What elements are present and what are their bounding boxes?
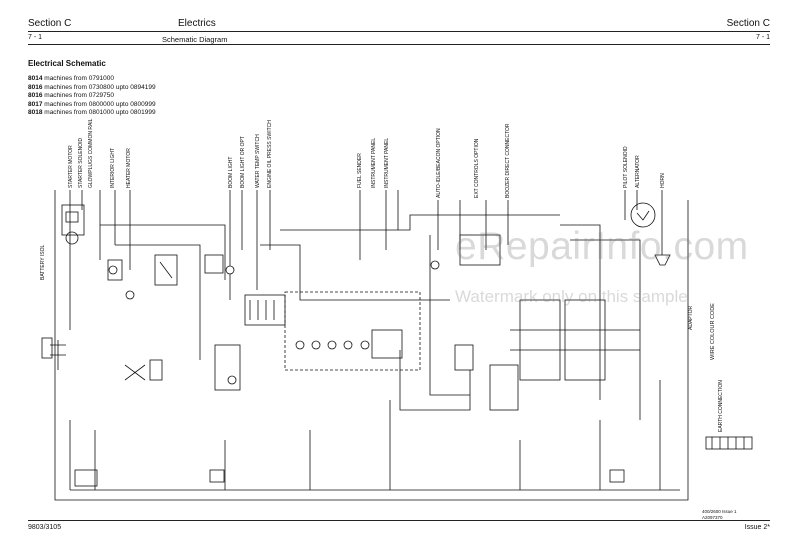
schematic-title: Electrical Schematic <box>28 59 106 68</box>
watermark-note: Watermark only on this sample <box>455 287 688 306</box>
drawing-reference: 400/2600 Issue 1 <box>702 509 737 514</box>
label-battery-isol: BATTERY ISOL <box>40 244 46 280</box>
label-heater-motor: HEATER MOTOR <box>126 148 132 188</box>
label-boom-light-opt: BOOM LIGHT OR OPT <box>240 136 246 188</box>
label-instrument-panel: INSTRUMENT PANEL <box>371 137 377 188</box>
watermark-site: eRepairInfo.com <box>455 225 749 268</box>
label-glowplugs: GLOWPLUGS COMMON RAIL <box>88 118 94 188</box>
machine-item: 8018 machines from 0801000 upto 0801999 <box>28 109 156 117</box>
issue-label: Issue 2* <box>744 524 770 531</box>
label-boom-light: BOOM LIGHT <box>228 156 234 188</box>
label-boozer-connector: BOOZER DIRECT CONNECTOR <box>505 123 511 198</box>
label-engine-oil-switch: ENGINE OIL PRESS SWITCH <box>267 120 273 188</box>
page-number-left: 7 - 1 <box>28 34 43 41</box>
label-instrument-panel-2: INSTRUMENT PANEL <box>384 137 390 188</box>
machine-list: 8014 machines from 0791000 8016 machines… <box>28 75 156 118</box>
label-horn: HORN <box>660 173 666 188</box>
label-interior-light: INTERIOR LIGHT <box>110 147 116 188</box>
label-fuel-sender: FUEL SENDER <box>357 153 363 188</box>
footer-rule <box>28 520 770 521</box>
machine-item: 8016 machines from 0729750 <box>28 92 115 100</box>
page-subtitle: Schematic Diagram <box>162 35 228 44</box>
machine-item: 8016 machines from 0730800 upto 0894199 <box>28 83 156 91</box>
label-water-temp-switch: WATER TEMP SWITCH <box>255 134 261 188</box>
label-pilot-solenoid: PILOT SOLENOID <box>623 146 629 188</box>
chapter-title: Electrics <box>178 18 216 29</box>
label-ext-controls: EXT CONTROLS OPTION <box>474 138 480 198</box>
header-rule <box>28 31 770 32</box>
section-label-right: Section C <box>726 18 770 29</box>
label-alternator: ALTERNATOR <box>635 155 641 188</box>
document-number: 9803/3105 <box>28 524 62 531</box>
page-number-right: 7 - 1 <box>755 34 770 41</box>
machine-item: 8017 machines from 0800000 upto 0800999 <box>28 100 156 108</box>
machine-item: 8014 machines from 0791000 <box>28 75 115 82</box>
label-starter-motor: STARTER MOTOR <box>68 145 74 188</box>
drawing-reference-2: A2097370 <box>702 515 723 520</box>
label-earth-connection: EARTH CONNECTION <box>718 380 724 432</box>
section-label-left: Section C <box>28 18 72 29</box>
label-adaptor: ADAPTOR <box>688 305 694 330</box>
label-auto-idle: AUTO-IDLE/BEACON OPTION <box>436 128 442 198</box>
label-starter-solenoid: STARTER SOLENOID <box>78 137 84 188</box>
subheader-rule <box>28 44 770 45</box>
label-wire-colour-code: WIRE COLOUR CODE <box>710 303 716 360</box>
